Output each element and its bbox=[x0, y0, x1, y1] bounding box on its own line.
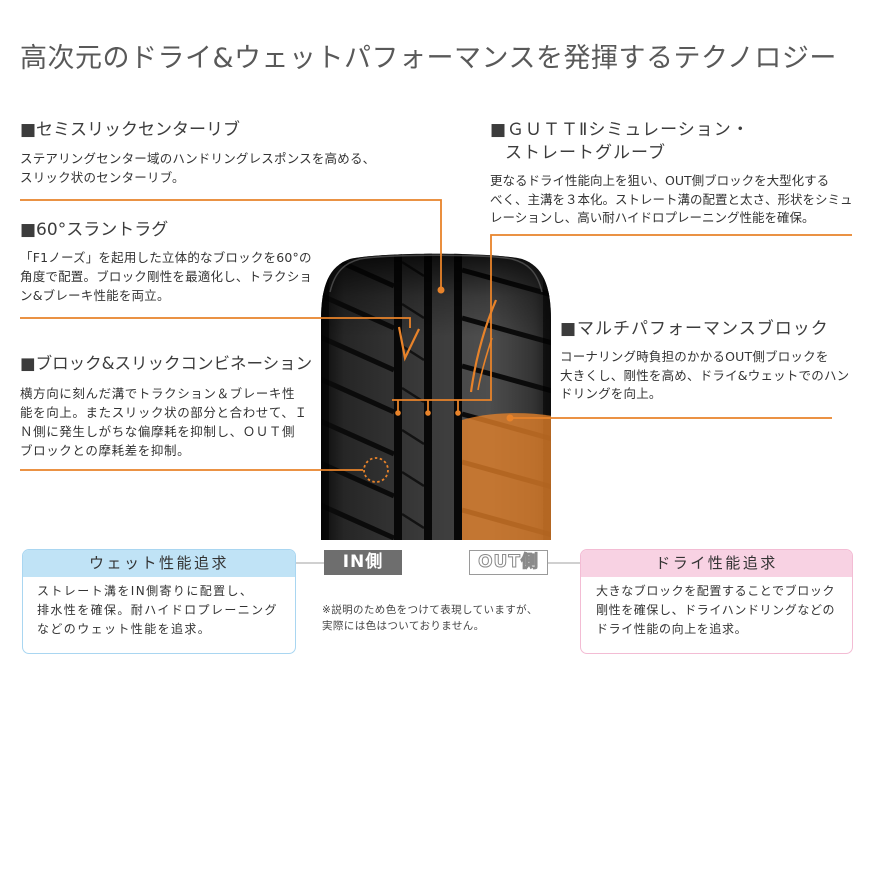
out-block-highlight bbox=[462, 413, 551, 540]
panel-line: ドライ性能の向上を追求。 bbox=[596, 622, 748, 636]
description-line: ブロックとの摩耗差を抑制。 bbox=[20, 443, 191, 458]
panel-line: などのウェット性能を追求。 bbox=[37, 622, 212, 636]
center-rib-description: ステアリングセンター域のハンドリングレスポンスを高める、 スリック状のセンターリ… bbox=[20, 149, 375, 187]
block-slick-description: 横方向に刻んだ溝でトラクション＆ブレーキ性 能を向上。またスリック状の部分と合わ… bbox=[20, 384, 308, 460]
slant-lug-description: 「F1ノーズ」を起用した立体的なブロックを60°の 角度で配置。ブロック剛性を最… bbox=[20, 248, 312, 305]
description-line: 能を向上。またスリック状の部分と合わせて、Ｉ bbox=[20, 405, 308, 420]
heading-line: ■ＧＵＴＴⅡシミュレーション・ bbox=[490, 120, 750, 140]
gutt-groove-marker-curve-2 bbox=[477, 337, 493, 391]
panel-line: 大きなブロックを配置することでブロック bbox=[596, 584, 836, 598]
description-line: ン&ブレーキ性能を両立。 bbox=[20, 288, 170, 303]
slant-lug-marker bbox=[397, 326, 420, 362]
gutt-groove-marker-curve bbox=[469, 299, 498, 393]
gutt-groove-heading: ■ＧＵＴＴⅡシミュレーション・ ストレートグルーブ bbox=[490, 119, 750, 165]
multi-block-marker-dot bbox=[506, 414, 514, 422]
block-slick-heading: ■ブロック&スリックコンビネーション bbox=[20, 354, 313, 373]
panel-line: ストレート溝をIN側寄りに配置し、 bbox=[37, 584, 254, 598]
description-line: ステアリングセンター域のハンドリングレスポンスを高める、 bbox=[20, 151, 376, 166]
note-line: ※説明のため色をつけて表現していますが、 bbox=[322, 604, 538, 616]
multi-block-description: コーナリング時負担のかかるOUT側ブロックを 大きくし、剛性を高め、ドライ&ウェ… bbox=[560, 348, 849, 404]
panel-line: 剛性を確保し、ドライハンドリングなどの bbox=[596, 603, 836, 617]
color-disclaimer-note: ※説明のため色をつけて表現していますが、 実際には色はついておりません。 bbox=[322, 602, 538, 634]
dry-panel-title: ドライ性能追求 bbox=[581, 550, 852, 577]
wet-performance-panel: ウェット性能追求 ストレート溝をIN側寄りに配置し、 排水性を確保。耐ハイドロプ… bbox=[22, 549, 296, 654]
wet-panel-body: ストレート溝をIN側寄りに配置し、 排水性を確保。耐ハイドロプレーニング などの… bbox=[23, 577, 295, 639]
center-rib-heading: ■セミスリックセンターリブ bbox=[20, 120, 241, 140]
gutt-groove-description: 更なるドライ性能向上を狙い、OUT側ブロックを大型化する べく、主溝を３本化。ス… bbox=[490, 172, 853, 228]
gutt-groove-leader bbox=[392, 234, 852, 401]
tire-top-rim bbox=[329, 254, 543, 293]
wet-panel-title: ウェット性能追求 bbox=[23, 550, 295, 577]
page-title: 高次元のドライ&ウェットパフォーマンスを発揮するテクノロジー bbox=[20, 43, 837, 74]
description-line: Ｎ側に発生しがちな偏摩耗を抑制し、ＯＵＴ側 bbox=[20, 424, 296, 439]
note-line: 実際には色はついておりません。 bbox=[322, 620, 485, 632]
block-slick-marker-circle bbox=[363, 457, 389, 483]
groove-pointer-dot bbox=[395, 410, 401, 416]
dry-panel-body: 大きなブロックを配置することでブロック 剛性を確保し、ドライハンドリングなどの … bbox=[581, 577, 852, 639]
description-line: 「F1ノーズ」を起用した立体的なブロックを60°の bbox=[20, 250, 312, 265]
groove-pointer-dot bbox=[425, 410, 431, 416]
description-line: べく、主溝を３本化。ストレート溝の配置と太さ、形状をシミュ bbox=[490, 191, 853, 207]
description-line: 横方向に刻んだ溝でトラクション＆ブレーキ性 bbox=[20, 386, 296, 401]
out-side-label: OUT側 bbox=[469, 550, 548, 575]
description-line: ドリングを向上。 bbox=[560, 386, 662, 401]
tire-image bbox=[321, 253, 551, 540]
dry-performance-panel: ドライ性能追求 大きなブロックを配置することでブロック 剛性を確保し、ドライハン… bbox=[580, 549, 853, 654]
slant-lug-heading: ■60°スラントラグ bbox=[20, 220, 169, 240]
slant-lug-leader bbox=[20, 317, 411, 328]
center-rib-marker-dot bbox=[437, 286, 445, 294]
multi-block-heading: ■マルチパフォーマンスブロック bbox=[560, 319, 829, 339]
groove-pointer-dot bbox=[455, 410, 461, 416]
annotation-lines bbox=[20, 199, 852, 483]
description-line: スリック状のセンターリブ。 bbox=[20, 170, 185, 185]
heading-line: ストレートグルーブ bbox=[505, 143, 666, 163]
description-line: 更なるドライ性能向上を狙い、OUT側ブロックを大型化する bbox=[490, 173, 830, 188]
in-side-label: IN側 bbox=[324, 550, 402, 575]
description-line: レーションし、高い耐ハイドロプレーニング性能を確保。 bbox=[490, 210, 815, 225]
center-rib-leader bbox=[20, 199, 442, 290]
panel-line: 排水性を確保。耐ハイドロプレーニング bbox=[37, 603, 278, 617]
description-line: 大きくし、剛性を高め、ドライ&ウェットでのハン bbox=[560, 367, 850, 383]
description-line: コーナリング時負担のかかるOUT側ブロックを bbox=[560, 349, 829, 364]
description-line: 角度で配置。ブロック剛性を最適化し、トラクショ bbox=[20, 269, 313, 284]
